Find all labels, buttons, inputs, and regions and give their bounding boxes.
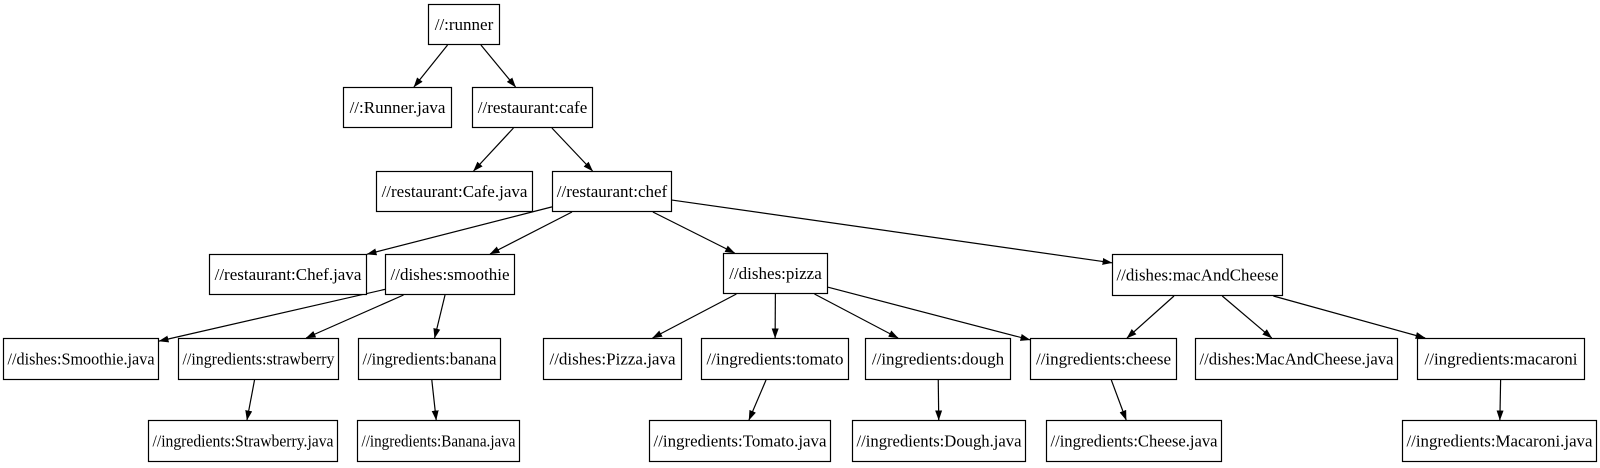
edge-smoothie-to-banana xyxy=(433,294,446,339)
node-box-dough-java xyxy=(851,419,1027,463)
edge-macaroni-to-macaroni-java xyxy=(1496,379,1504,421)
edge-pizza-to-dough xyxy=(814,293,899,339)
node-cheese-java: //ingredients:Cheese.java xyxy=(1045,419,1223,463)
edge-cheese-to-cheese-java xyxy=(1110,379,1127,421)
node-chef: //restaurant:chef xyxy=(551,170,673,213)
node-label-cafe-java: //restaurant:Cafe.java xyxy=(382,182,528,201)
edge-mac-to-macaroni xyxy=(1273,295,1426,339)
node-box-runner-java xyxy=(342,86,453,129)
node-box-smoothie xyxy=(384,253,516,296)
node-box-chef xyxy=(551,170,673,213)
node-label-cheese: //ingredients:cheese xyxy=(1036,350,1171,369)
edge-runner-to-cafe xyxy=(480,44,517,88)
node-tomato: //ingredients:tomato xyxy=(700,337,850,381)
node-label-tomato: //ingredients:tomato xyxy=(707,350,844,369)
node-label-mac: //dishes:macAndCheese xyxy=(1117,266,1279,285)
node-label-chef-java: //restaurant:Chef.java xyxy=(215,265,362,284)
edge-chef-to-pizza xyxy=(652,211,736,254)
node-mac-java: //dishes:MacAndCheese.java xyxy=(1194,337,1399,381)
node-layer: //:runner //:Runner.java //restaurant:cafe… xyxy=(2,3,1598,463)
node-strawberry-java: //ingredients:Strawberry.java xyxy=(147,419,339,463)
node-mac: //dishes:macAndCheese xyxy=(1111,253,1284,297)
node-box-strawberry xyxy=(177,337,340,381)
node-label-cafe: //restaurant:cafe xyxy=(478,98,588,117)
node-runner: //:runner xyxy=(427,3,501,46)
node-label-dough-java: //ingredients:Dough.java xyxy=(857,432,1022,451)
edge-banana-to-banana-java xyxy=(431,379,439,421)
node-banana-java: //ingredients:Banana.java xyxy=(356,419,521,463)
node-box-runner xyxy=(427,3,501,46)
node-box-chef-java xyxy=(208,253,368,296)
node-label-banana: //ingredients:banana xyxy=(363,350,497,369)
node-chef-java: //restaurant:Chef.java xyxy=(208,253,368,296)
node-label-cheese-java: //ingredients:Cheese.java xyxy=(1051,432,1218,451)
node-box-tomato-java xyxy=(648,419,832,463)
node-runner-java: //:Runner.java xyxy=(342,86,453,129)
edge-runner-to-runner-java xyxy=(413,44,449,88)
node-label-runner-java: //:Runner.java xyxy=(350,98,446,117)
node-box-mac-java xyxy=(1194,337,1399,381)
edge-cafe-to-cafe-java xyxy=(473,127,514,172)
edge-smoothie-to-smoothie-java xyxy=(158,288,386,343)
node-macaroni: //ingredients:macaroni xyxy=(1416,337,1586,381)
edge-chef-to-smoothie xyxy=(489,211,573,255)
node-label-chef: //restaurant:chef xyxy=(557,182,668,201)
node-label-strawberry-java: //ingredients:Strawberry.java xyxy=(153,432,334,451)
node-box-pizza-java xyxy=(542,337,683,381)
node-cheese: //ingredients:cheese xyxy=(1029,337,1178,381)
node-smoothie: //dishes:smoothie xyxy=(384,253,516,296)
node-dough-java: //ingredients:Dough.java xyxy=(851,419,1027,463)
edge-strawberry-to-strawberry-java xyxy=(245,379,256,421)
node-smoothie-java: //dishes:Smoothie.java xyxy=(2,337,160,381)
node-pizza: //dishes:pizza xyxy=(722,252,829,295)
node-box-banana xyxy=(357,337,502,381)
node-label-macaroni: //ingredients:macaroni xyxy=(1425,350,1578,369)
node-box-tomato xyxy=(700,337,850,381)
node-box-cafe xyxy=(471,86,594,129)
node-strawberry: //ingredients:strawberry xyxy=(177,337,340,381)
node-tomato-java: //ingredients:Tomato.java xyxy=(648,419,832,463)
node-box-cafe-java xyxy=(375,170,534,213)
node-cafe-java: //restaurant:Cafe.java xyxy=(375,170,534,213)
edge-pizza-to-cheese xyxy=(827,286,1031,341)
node-banana: //ingredients:banana xyxy=(357,337,502,381)
node-label-runner: //:runner xyxy=(435,15,494,34)
node-label-dough: //ingredients:dough xyxy=(872,350,1005,369)
node-label-strawberry: //ingredients:strawberry xyxy=(183,350,335,369)
edge-mac-to-cheese xyxy=(1126,295,1175,339)
node-label-smoothie: //dishes:smoothie xyxy=(391,265,510,284)
node-box-macaroni xyxy=(1416,337,1586,381)
node-label-pizza: //dishes:pizza xyxy=(729,264,822,283)
node-label-banana-java: //ingredients:Banana.java xyxy=(362,432,516,451)
node-box-smoothie-java xyxy=(2,337,160,381)
node-box-macaroni-java xyxy=(1401,419,1598,463)
edge-cafe-to-chef xyxy=(551,127,594,172)
node-label-mac-java: //dishes:MacAndCheese.java xyxy=(1200,350,1394,369)
node-box-cheese-java xyxy=(1045,419,1223,463)
edge-smoothie-to-strawberry xyxy=(305,294,404,339)
node-dough: //ingredients:dough xyxy=(864,337,1012,381)
node-box-dough xyxy=(864,337,1012,381)
edge-pizza-to-pizza-java xyxy=(652,293,737,339)
edge-tomato-to-tomato-java xyxy=(748,379,767,421)
node-label-tomato-java: //ingredients:Tomato.java xyxy=(654,432,827,451)
node-label-macaroni-java: //ingredients:Macaroni.java xyxy=(1407,432,1593,451)
node-box-mac xyxy=(1111,253,1284,297)
node-label-smoothie-java: //dishes:Smoothie.java xyxy=(8,350,155,369)
edge-chef-to-chef-java xyxy=(366,206,553,256)
node-box-strawberry-java xyxy=(147,419,339,463)
node-cafe: //restaurant:cafe xyxy=(471,86,594,129)
node-box-pizza xyxy=(722,252,829,295)
node-macaroni-java: //ingredients:Macaroni.java xyxy=(1401,419,1598,463)
edge-layer xyxy=(158,44,1504,421)
node-label-pizza-java: //dishes:Pizza.java xyxy=(549,350,676,369)
node-box-cheese xyxy=(1029,337,1178,381)
node-pizza-java: //dishes:Pizza.java xyxy=(542,337,683,381)
edge-chef-to-mac xyxy=(671,199,1113,265)
edge-mac-to-mac-java xyxy=(1221,295,1273,339)
node-box-banana-java xyxy=(356,419,521,463)
